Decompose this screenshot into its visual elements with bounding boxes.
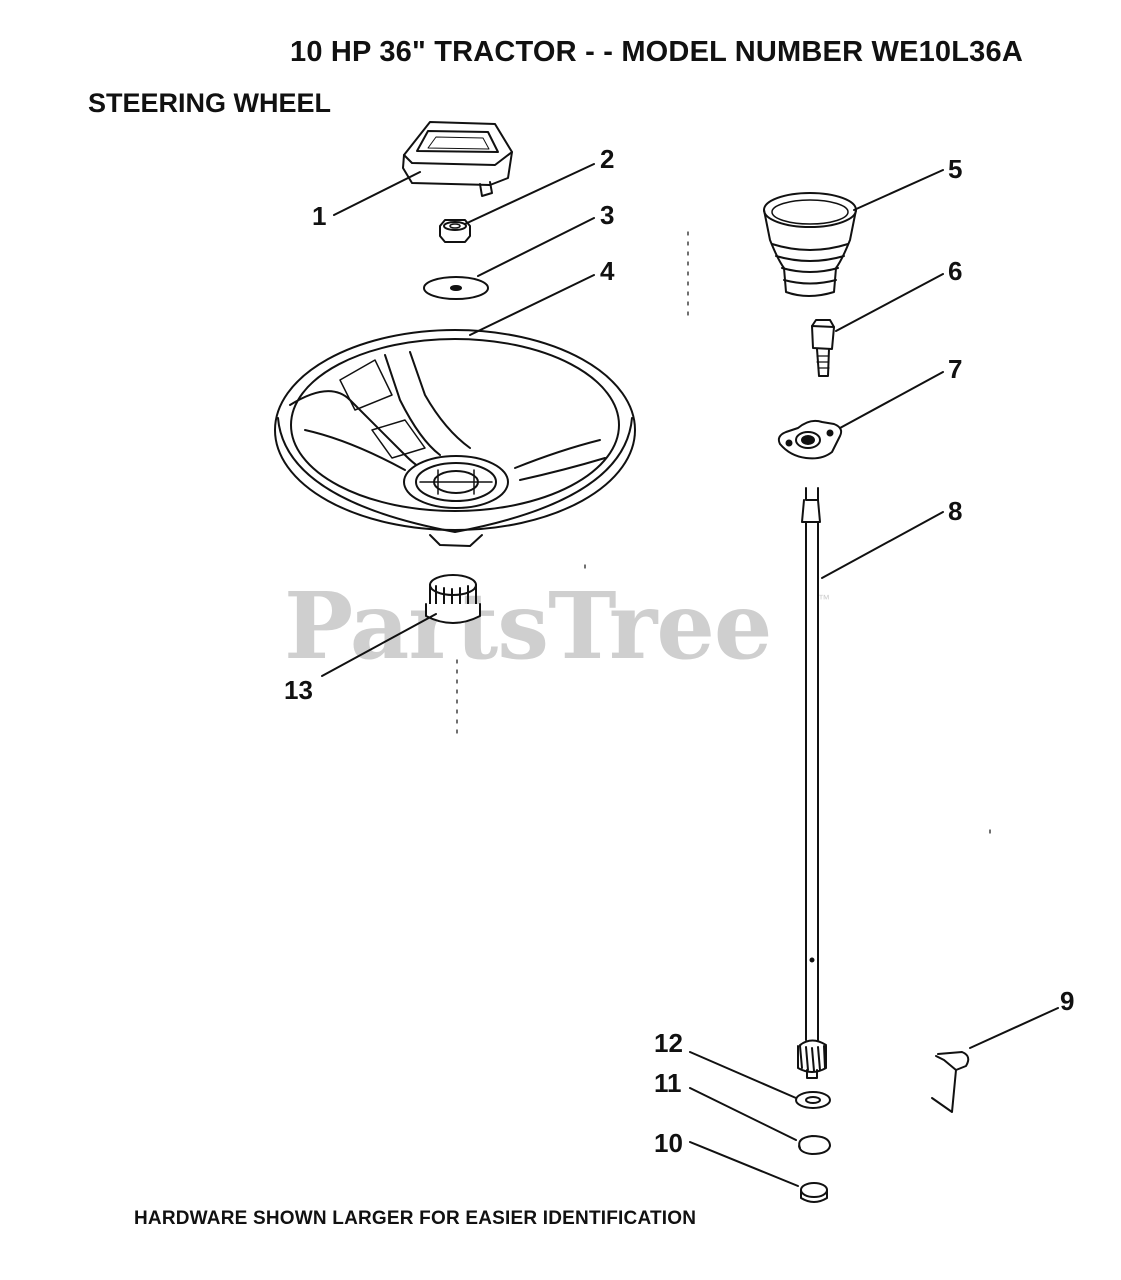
callout-8: 8 — [948, 496, 963, 526]
part-cap-bushing[interactable] — [800, 1182, 828, 1203]
footer-note: HARDWARE SHOWN LARGER FOR EASIER IDENTIF… — [134, 1208, 697, 1229]
part-pinion-gear[interactable] — [797, 1045, 827, 1079]
part-bolt[interactable] — [811, 319, 835, 377]
callout-10: 10 — [654, 1128, 683, 1158]
callout-5: 5 — [948, 154, 963, 184]
callout-13: 13 — [284, 675, 313, 705]
part-steering-shaft[interactable] — [799, 487, 827, 1056]
part-steering-boot[interactable] — [763, 192, 857, 297]
watermark-logo: PartsTree — [284, 572, 772, 680]
watermark-trademark: ™ — [818, 592, 830, 606]
alignment-lines — [456, 231, 991, 835]
page-title: 10 HP 36" TRACTOR - - MODEL NUMBER WE10L… — [290, 36, 1023, 68]
part-washer-flat[interactable] — [423, 276, 489, 300]
callout-1: 1 — [312, 201, 327, 231]
part-nut[interactable] — [439, 219, 471, 243]
callout-6: 6 — [948, 256, 963, 286]
callout-11: 11 — [654, 1068, 682, 1098]
part-hairpin-clip[interactable] — [931, 1051, 970, 1113]
callout-12: 12 — [654, 1028, 683, 1058]
callout-2: 2 — [600, 144, 615, 174]
leader-lines — [321, 163, 1059, 1187]
section-title: STEERING WHEEL — [88, 88, 332, 118]
part-steering-wheel[interactable] — [274, 329, 636, 547]
callout-9: 9 — [1060, 986, 1075, 1016]
part-washer-small[interactable] — [795, 1091, 831, 1109]
part-steering-cap[interactable] — [402, 121, 513, 197]
part-flange-plate[interactable] — [777, 419, 843, 460]
part-retaining-ring[interactable] — [798, 1135, 831, 1155]
callout-3: 3 — [600, 200, 615, 230]
callout-4: 4 — [600, 256, 615, 286]
part-hub-adapter[interactable] — [425, 574, 481, 624]
callout-7: 7 — [948, 354, 963, 384]
